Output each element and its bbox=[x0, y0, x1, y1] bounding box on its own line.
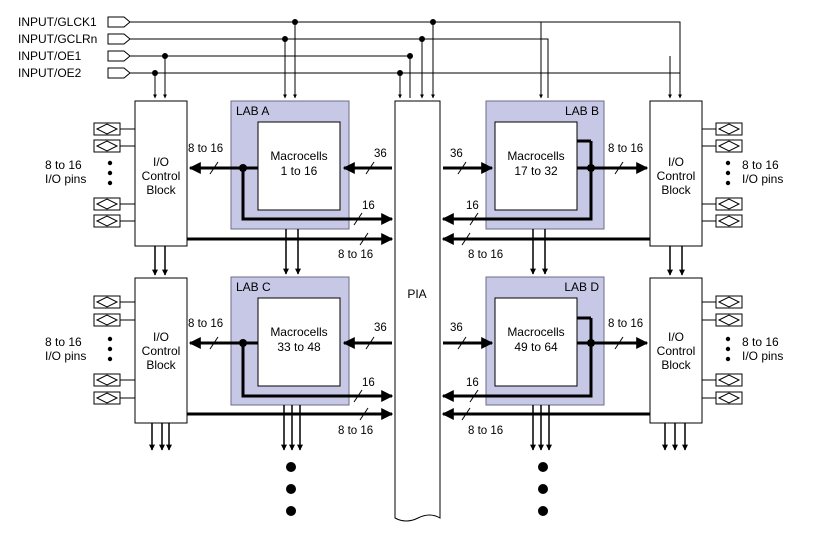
io-pin-buffers bbox=[93, 122, 743, 405]
svg-text:49 to 64: 49 to 64 bbox=[514, 340, 558, 354]
bus-nodes bbox=[239, 164, 595, 347]
label-io-bus-c: 8 to 16 bbox=[188, 318, 223, 330]
lab-a-name: LAB A bbox=[236, 104, 269, 118]
io-pins-label-bl-2: I/O pins bbox=[45, 349, 86, 363]
svg-text:Macrocells: Macrocells bbox=[270, 325, 327, 339]
input-pin-gclrn bbox=[107, 33, 131, 45]
label-pia-in-d: 36 bbox=[450, 322, 463, 334]
pin-buffer-icon bbox=[95, 140, 119, 152]
io-control-block-bl: I/O Control Block bbox=[134, 277, 188, 424]
io-control-block-tl: I/O Control Block bbox=[134, 100, 188, 247]
svg-text:Block: Block bbox=[146, 183, 176, 197]
pin-buffer-icon bbox=[95, 374, 119, 386]
label-io-to-pia-a: 8 to 16 bbox=[338, 249, 373, 261]
io-pins-label-tr-2: I/O pins bbox=[742, 172, 783, 186]
io-pins-label-br-1: 8 to 16 bbox=[742, 335, 779, 349]
pin-buffer-icon bbox=[95, 392, 119, 404]
vertical-signals bbox=[149, 229, 688, 451]
svg-text:Block: Block bbox=[146, 358, 176, 372]
label-feedback-c: 16 bbox=[362, 377, 375, 389]
svg-text:Block: Block bbox=[661, 183, 691, 197]
svg-text:1 to 16: 1 to 16 bbox=[281, 164, 318, 178]
svg-text:33 to 48: 33 to 48 bbox=[277, 340, 321, 354]
label-pia-in-b: 36 bbox=[450, 148, 463, 160]
global-inputs bbox=[107, 16, 682, 99]
svg-text:Block: Block bbox=[661, 358, 691, 372]
label-pia-in-c: 36 bbox=[374, 322, 387, 334]
input-label-oe2: INPUT/OE2 bbox=[18, 66, 82, 80]
svg-text:I/O: I/O bbox=[668, 330, 684, 344]
svg-text:Macrocells: Macrocells bbox=[507, 325, 564, 339]
input-pin-glck1 bbox=[107, 16, 131, 28]
label-io-bus-d: 8 to 16 bbox=[608, 318, 643, 330]
svg-text:17 to 32: 17 to 32 bbox=[514, 164, 558, 178]
pin-buffer-icon bbox=[717, 392, 741, 404]
label-io-bus-a: 8 to 16 bbox=[188, 143, 223, 155]
io-control-block-tr: I/O Control Block bbox=[649, 100, 703, 247]
svg-text:Control: Control bbox=[657, 169, 696, 183]
pin-buffer-icon bbox=[717, 215, 741, 227]
pin-buffer-icon bbox=[717, 123, 741, 135]
pin-buffer-icon bbox=[717, 296, 741, 308]
pin-buffer-icon bbox=[95, 198, 119, 210]
svg-text:I/O: I/O bbox=[153, 155, 169, 169]
junction-dots bbox=[152, 19, 436, 76]
svg-text:I/O: I/O bbox=[668, 155, 684, 169]
pia-block bbox=[394, 100, 441, 522]
label-io-to-pia-b: 8 to 16 bbox=[468, 249, 503, 261]
label-io-to-pia-d: 8 to 16 bbox=[468, 425, 503, 437]
lab-d-name: LAB D bbox=[564, 280, 599, 294]
lab-a: LAB A Macrocells 1 to 16 bbox=[230, 100, 350, 230]
input-label-glck1: INPUT/GLCK1 bbox=[18, 15, 97, 29]
input-label-gclrn: INPUT/GCLRn bbox=[18, 32, 97, 46]
lab-b: LAB B Macrocells 17 to 32 bbox=[485, 100, 605, 230]
input-pin-oe2 bbox=[107, 67, 131, 79]
lab-b-name: LAB B bbox=[565, 104, 599, 118]
pin-buffer-icon bbox=[717, 314, 741, 326]
svg-text:Macrocells: Macrocells bbox=[507, 149, 564, 163]
label-feedback-a: 16 bbox=[362, 200, 375, 212]
io-pins-label-bl-1: 8 to 16 bbox=[45, 335, 82, 349]
label-feedback-d: 16 bbox=[466, 377, 479, 389]
pin-buffer-icon bbox=[95, 296, 119, 308]
label-io-bus-b: 8 to 16 bbox=[608, 143, 643, 155]
pin-ellipsis-dots bbox=[107, 160, 731, 362]
pin-buffer-icon bbox=[717, 140, 741, 152]
pin-buffer-icon bbox=[95, 215, 119, 227]
pia-label: PIA bbox=[407, 287, 426, 301]
pin-buffer-icon bbox=[717, 374, 741, 386]
label-pia-in-a: 36 bbox=[374, 148, 387, 160]
svg-text:Control: Control bbox=[142, 344, 181, 358]
svg-text:Control: Control bbox=[142, 169, 181, 183]
svg-text:Macrocells: Macrocells bbox=[270, 149, 327, 163]
pin-buffer-icon bbox=[95, 314, 119, 326]
input-label-oe1: INPUT/OE1 bbox=[18, 49, 82, 63]
input-pin-oe1 bbox=[107, 50, 131, 62]
label-io-to-pia-c: 8 to 16 bbox=[338, 425, 373, 437]
lab-c-name: LAB C bbox=[236, 280, 271, 294]
continuation-dots bbox=[286, 462, 548, 516]
io-pins-label-tl-1: 8 to 16 bbox=[45, 158, 82, 172]
pin-buffer-icon bbox=[717, 198, 741, 210]
io-pins-label-tl-2: I/O pins bbox=[45, 172, 86, 186]
bus-slashes bbox=[209, 161, 624, 421]
io-pins-label-br-2: I/O pins bbox=[742, 349, 783, 363]
lab-c: LAB C Macrocells 33 to 48 bbox=[230, 276, 350, 406]
label-feedback-b: 16 bbox=[466, 200, 479, 212]
thick-buses bbox=[187, 139, 650, 420]
io-control-block-br: I/O Control Block bbox=[649, 277, 703, 424]
pin-buffer-icon bbox=[95, 123, 119, 135]
lab-d: LAB D Macrocells 49 to 64 bbox=[485, 276, 605, 406]
svg-text:I/O: I/O bbox=[153, 330, 169, 344]
svg-text:Control: Control bbox=[657, 344, 696, 358]
io-pins-label-tr-1: 8 to 16 bbox=[742, 158, 779, 172]
